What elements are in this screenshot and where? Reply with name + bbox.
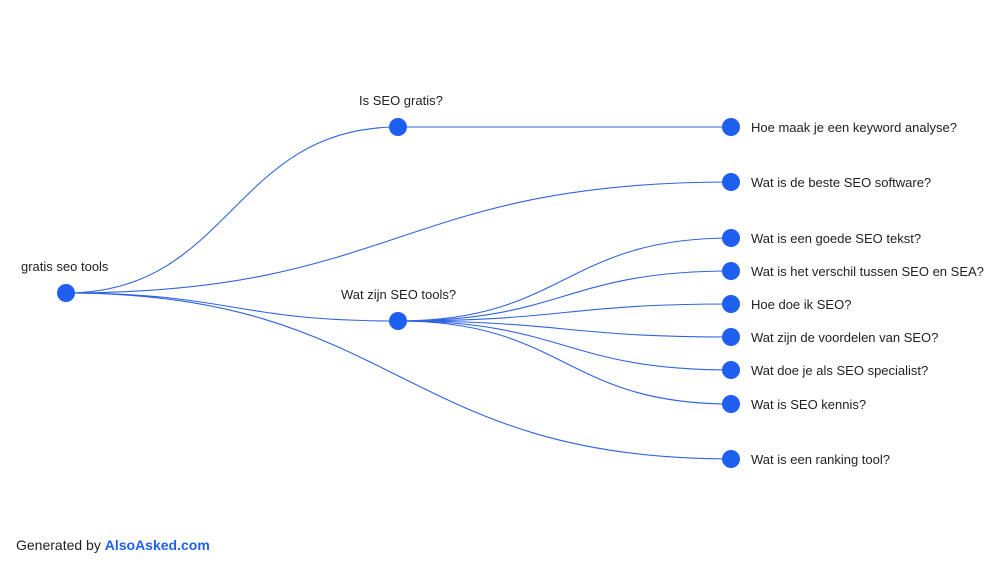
tree-edge	[65, 292, 732, 460]
alsoasked-link[interactable]: AlsoAsked.com	[104, 537, 210, 553]
leaf-node-label: Wat is een goede SEO tekst?	[751, 231, 921, 246]
leaf-node-dot[interactable]	[722, 328, 740, 346]
tree-edge	[397, 237, 732, 322]
branch-node-label: Is SEO gratis?	[359, 93, 443, 108]
footer-prefix: Generated by	[16, 537, 105, 553]
leaf-node-label: Wat is de beste SEO software?	[751, 175, 931, 190]
leaf-node-label: Wat doe je als SEO specialist?	[751, 363, 928, 378]
tree-edge	[65, 181, 732, 294]
tree-edge	[397, 320, 732, 405]
leaf-node-ranking-tool[interactable]: Wat is een ranking tool?	[722, 450, 890, 468]
root-node-dot[interactable]	[57, 284, 75, 302]
tree-edge	[397, 320, 732, 371]
leaf-node-dot[interactable]	[722, 295, 740, 313]
tree-edge	[65, 126, 399, 294]
branch-node-is-seo-gratis[interactable]: Is SEO gratis?	[359, 93, 443, 136]
leaf-node-dot[interactable]	[722, 450, 740, 468]
leaf-node-hoe-doe-ik-seo[interactable]: Hoe doe ik SEO?	[722, 295, 851, 313]
branch-node-wat-zijn-seo-tools[interactable]: Wat zijn SEO tools?	[341, 287, 456, 330]
leaf-node-goede-seo-tekst[interactable]: Wat is een goede SEO tekst?	[722, 229, 921, 247]
leaf-node-dot[interactable]	[722, 173, 740, 191]
tree-edge	[397, 303, 732, 322]
tree-edge	[397, 320, 732, 338]
footer-credit: Generated by AlsoAsked.com	[16, 537, 210, 553]
leaf-node-beste-seo-software[interactable]: Wat is de beste SEO software?	[722, 173, 931, 191]
leaf-node-dot[interactable]	[722, 229, 740, 247]
tree-edge	[397, 270, 732, 322]
leaf-node-seo-specialist[interactable]: Wat doe je als SEO specialist?	[722, 361, 928, 379]
tree-edges	[65, 126, 732, 460]
root-node-label: gratis seo tools	[21, 259, 109, 274]
leaf-node-label: Wat is het verschil tussen SEO en SEA?	[751, 264, 984, 279]
leaf-node-dot[interactable]	[722, 395, 740, 413]
leaf-node-label: Wat is een ranking tool?	[751, 452, 890, 467]
leaf-node-voordelen-seo[interactable]: Wat zijn de voordelen van SEO?	[722, 328, 938, 346]
branch-node-label: Wat zijn SEO tools?	[341, 287, 456, 302]
leaf-node-label: Hoe maak je een keyword analyse?	[751, 120, 957, 135]
leaf-node-keyword-analyse[interactable]: Hoe maak je een keyword analyse?	[722, 118, 957, 136]
branch-node-dot[interactable]	[389, 118, 407, 136]
branch-node-dot[interactable]	[389, 312, 407, 330]
leaf-node-dot[interactable]	[722, 361, 740, 379]
leaf-node-verschil-seo-sea[interactable]: Wat is het verschil tussen SEO en SEA?	[722, 262, 984, 280]
leaf-node-label: Wat is SEO kennis?	[751, 397, 866, 412]
root-node[interactable]: gratis seo tools	[21, 259, 109, 302]
leaf-node-dot[interactable]	[722, 118, 740, 136]
leaf-node-label: Hoe doe ik SEO?	[751, 297, 851, 312]
leaf-node-label: Wat zijn de voordelen van SEO?	[751, 330, 938, 345]
leaf-node-seo-kennis[interactable]: Wat is SEO kennis?	[722, 395, 866, 413]
leaf-node-dot[interactable]	[722, 262, 740, 280]
